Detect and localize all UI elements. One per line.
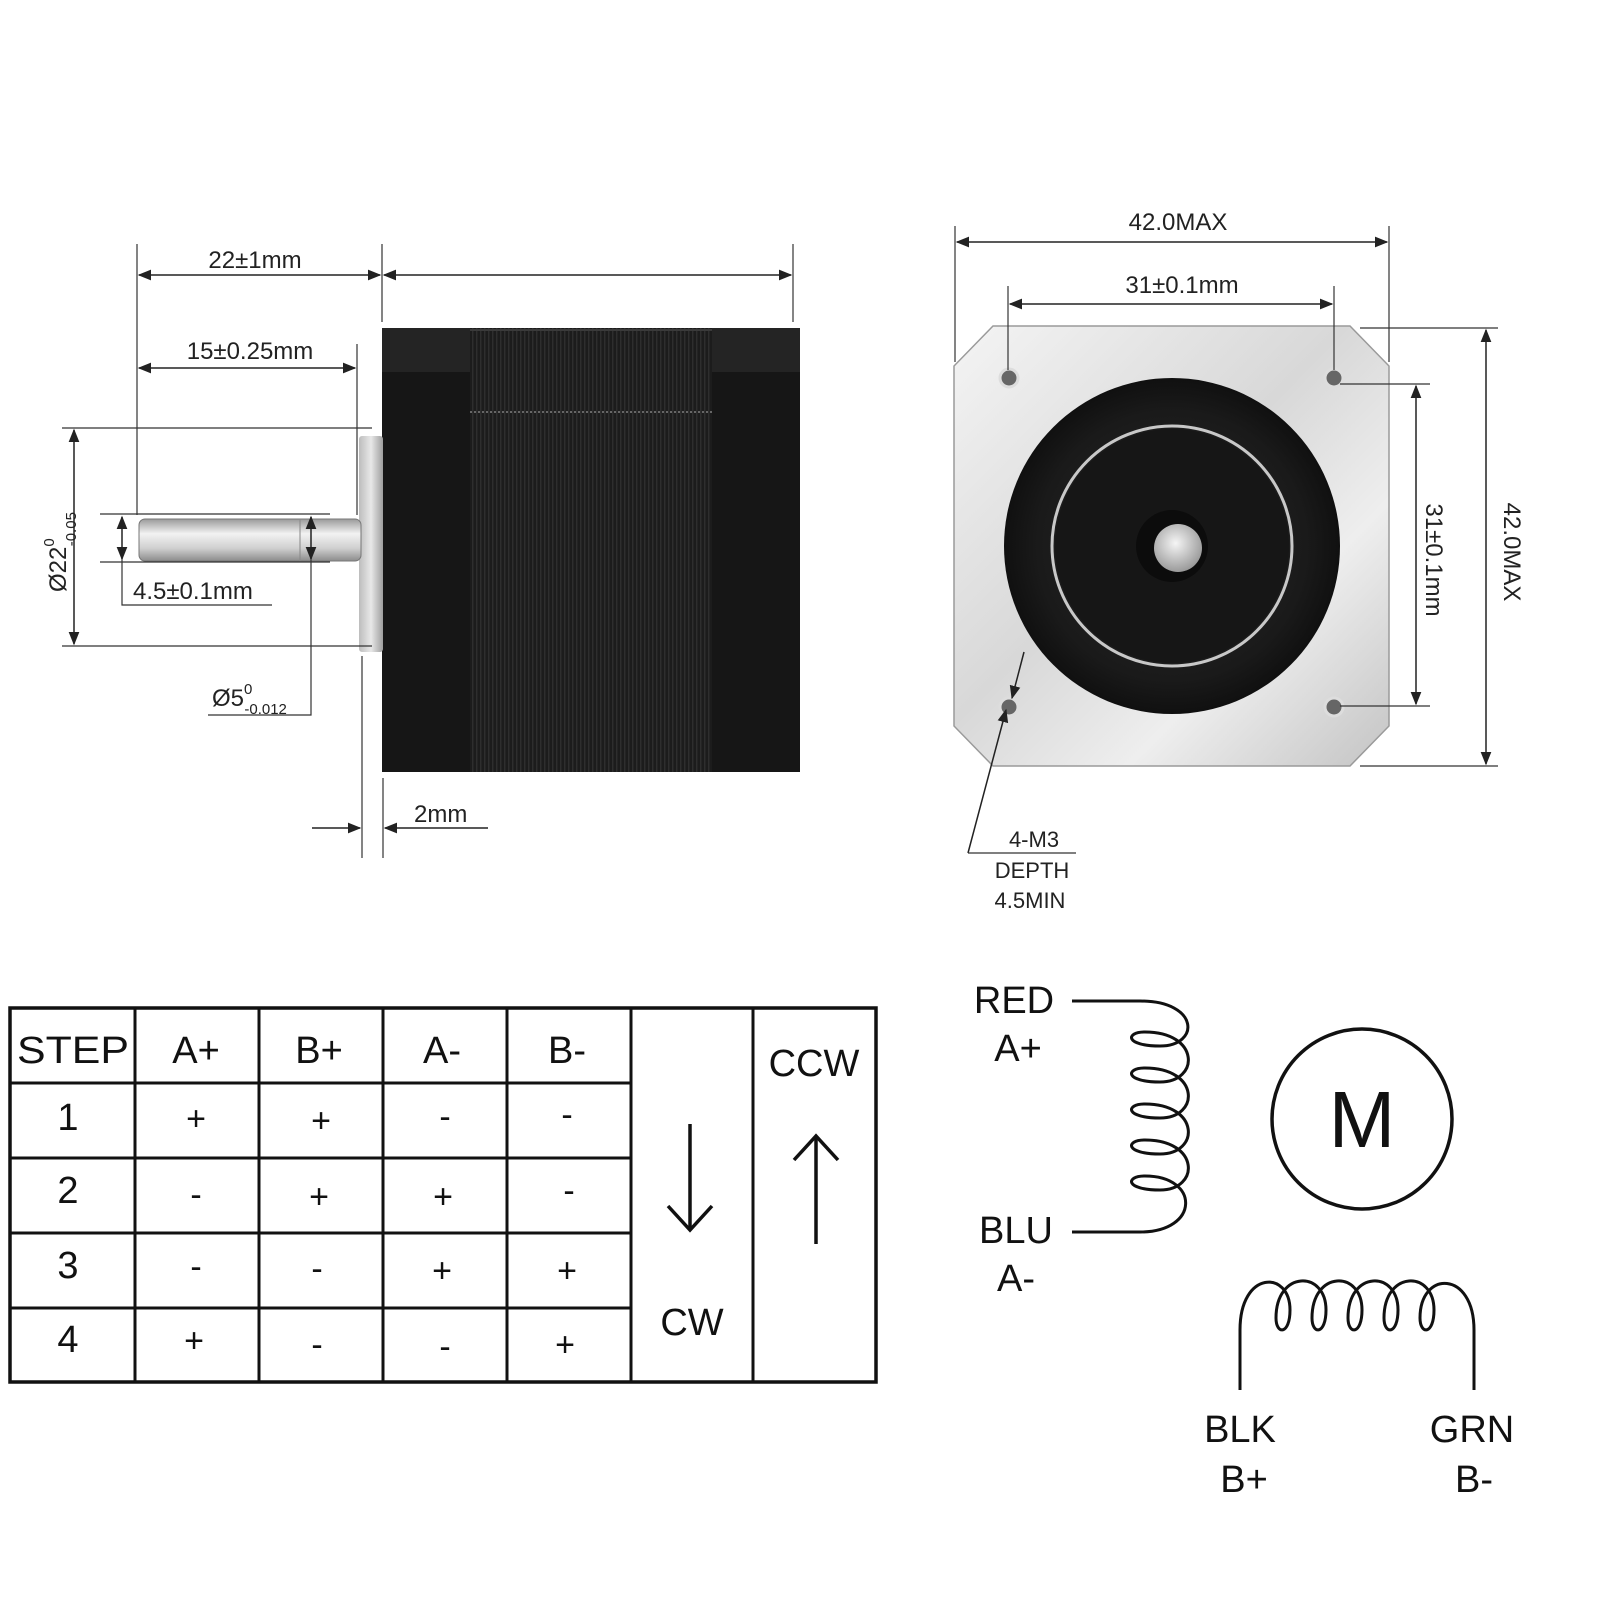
table-row-2-b-minus: - [563,1172,574,1210]
table-row-1-a-minus: - [439,1098,450,1136]
table-row-4-a-plus: + [184,1322,204,1360]
dim-shaft-length: 22±1mm [208,247,301,274]
dim-hole-spacing-v: 31±0.1mm [1420,503,1447,616]
motor-boss [359,436,383,652]
dim-flat-length: 15±0.25mm [187,338,314,365]
ccw-label: CCW [769,1043,860,1085]
coil-b-right-phase: B- [1455,1459,1493,1501]
dim-flat-depth: 4.5±0.1mm [133,578,253,605]
table-row-4-step: 4 [57,1319,78,1361]
table-row-3-b-plus: - [311,1250,322,1288]
coil-a [1072,999,1190,1234]
svg-text:Ø50-0.012: Ø50-0.012 [212,681,287,718]
table-row-4-a-minus: - [439,1328,450,1366]
table-row-2-a-plus: - [190,1176,201,1214]
table-row-1-b-plus: + [311,1102,331,1140]
table-row-1-a-plus: + [186,1100,206,1138]
table-row-2-b-plus: + [309,1178,329,1216]
coil-a-top-color: RED [974,980,1054,1022]
svg-text:Ø220-0.05: Ø220-0.05 [41,512,80,592]
table-row-3-b-minus: + [557,1252,577,1290]
table-row-3-step: 3 [57,1245,78,1287]
table-header-b-plus: B+ [295,1030,343,1072]
motor-body-side [382,328,800,772]
dim-hole-spacing-h: 31±0.1mm [1125,272,1238,299]
dim-boss-diameter: Ø220-0.05 [41,512,80,592]
motor-symbol-circle [1270,1027,1454,1211]
motor-shaft [138,518,362,562]
dim-shaft-diameter: Ø50-0.012 [212,681,287,718]
coil-a-top-phase: A+ [994,1028,1042,1070]
table-row-2-step: 2 [57,1170,78,1212]
motor-symbol-label: M [1329,1075,1396,1164]
wiring-diagram: RED A+ BLU A- M BLK B+ GRN B- [974,980,1514,1501]
screw-note-line1: 4-M3 [1009,827,1059,852]
coil-b [1238,1279,1476,1390]
dim-height-max: 42.0MAX [1498,503,1525,602]
front-view: 42.0MAX 31±0.1mm 31±0.1mm 42.0MAX 4-M3 D… [953,209,1525,913]
table-header-a-plus: A+ [172,1030,220,1072]
screw-note-line2: DEPTH [995,858,1070,883]
table-row-1-step: 1 [57,1097,78,1139]
table-row-4-b-minus: + [555,1326,575,1364]
dim-width-max: 42.0MAX [1129,209,1228,236]
table-row-2-a-minus: + [433,1178,453,1216]
coil-a-bottom-color: BLU [979,1210,1053,1252]
cw-label: CW [660,1302,723,1344]
coil-b-left-phase: B+ [1220,1459,1268,1501]
table-row-3-a-plus: - [190,1248,201,1286]
side-view: 22±1mm 15±0.25mm Ø220-0.05 4.5±0.1mm Ø50… [41,244,800,858]
cw-down-arrow-icon [666,1124,714,1233]
table-row-3-a-minus: + [432,1252,452,1290]
coil-b-right-color: GRN [1430,1409,1514,1451]
coil-a-bottom-phase: A- [997,1258,1035,1300]
dim-boss-height: 2mm [414,801,467,828]
table-header-a-minus: A- [423,1030,461,1072]
table-row-4-b-plus: - [311,1326,322,1364]
screw-note-line3: 4.5MIN [995,888,1066,913]
step-sequence-table: STEP A+ B+ A- B- 1 + + - - 2 - + + - 3 -… [8,1006,878,1384]
table-row-1-b-minus: - [561,1096,572,1134]
table-header-b-minus: B- [548,1030,586,1072]
ccw-up-arrow-icon [792,1133,840,1244]
table-header-step: STEP [17,1030,129,1072]
mounting-holes [998,367,1345,718]
coil-b-left-color: BLK [1204,1409,1276,1451]
shaft-end [1154,524,1202,572]
